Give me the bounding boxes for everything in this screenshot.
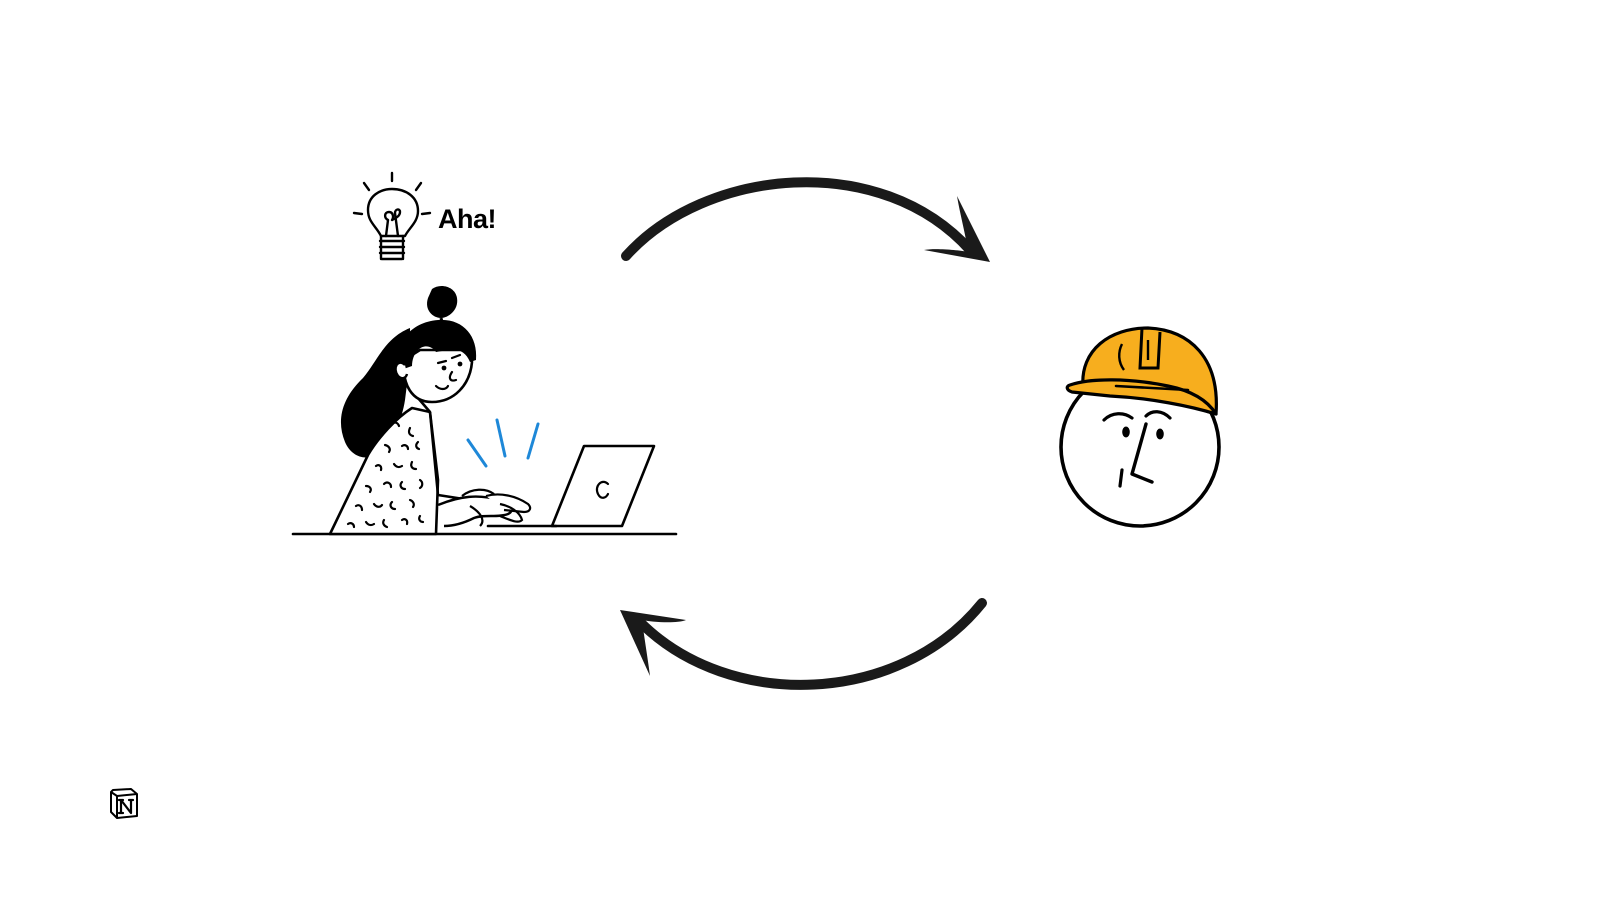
- aha-label: Aha!: [438, 204, 497, 234]
- woman-at-laptop-illustration: [291, 286, 678, 536]
- worker-hardhat-illustration: [1059, 326, 1221, 528]
- lightbulb-icon: [352, 171, 432, 261]
- notion-logo-icon: [110, 788, 138, 819]
- bottom-cycle-arrow: [620, 598, 987, 690]
- top-cycle-arrow: [621, 177, 990, 262]
